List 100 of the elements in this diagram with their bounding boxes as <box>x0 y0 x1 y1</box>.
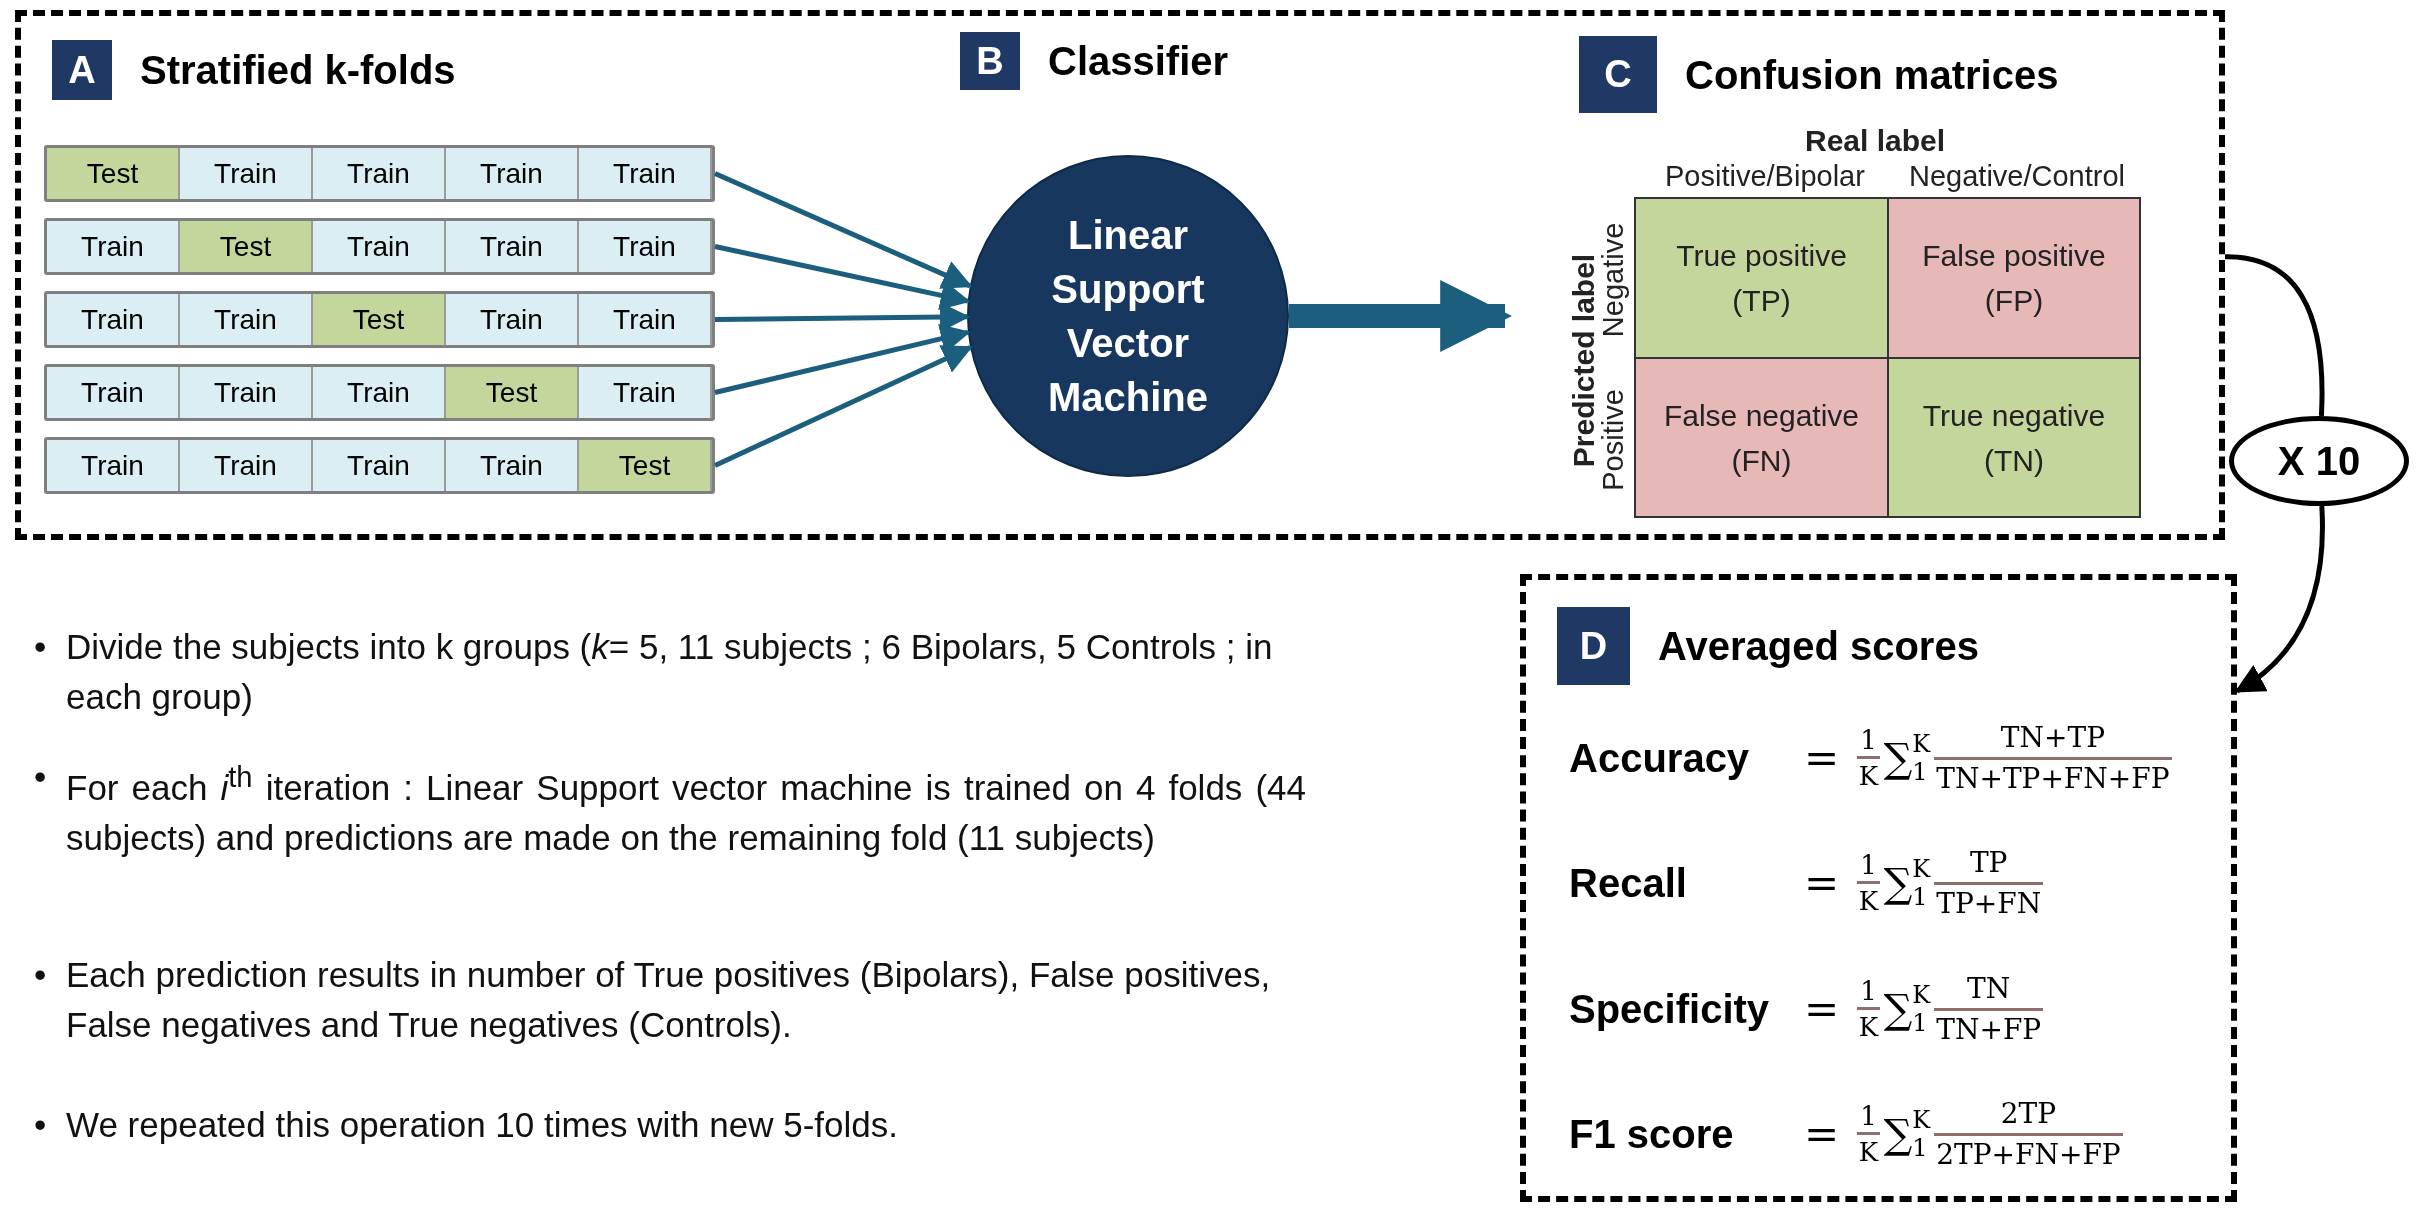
matrix-cell: False negative (FN) <box>1636 359 1887 516</box>
fraction-denominator: TN+TP+FN+FP <box>1935 760 2171 797</box>
classifier-circle: Linear Support Vector Machine <box>967 155 1289 477</box>
fold-cell: Train <box>446 440 577 491</box>
column-header: Negative/Control <box>1909 161 2125 193</box>
fold-row <box>44 364 715 421</box>
fold-cell: Test <box>446 367 577 418</box>
fold-cell: Test <box>47 148 178 199</box>
bullet-marker: • <box>34 626 47 668</box>
column-header: Positive/Bipolar <box>1665 161 1865 193</box>
fold-cell: Train <box>579 367 710 418</box>
fold-cell: Train <box>47 367 178 418</box>
fold-cell: Train <box>180 440 311 491</box>
sum-upper-limit: K <box>1912 981 1931 1009</box>
fraction-numerator: 1 <box>1857 974 1880 1010</box>
bullet-text: Each prediction results in number of True positives (Bipolars), False positives, False negatives and True negatives (Controls). <box>66 954 1272 1046</box>
bullet-text: We repeated this operation 10 times with new 5-folds. <box>66 1104 900 1146</box>
formula-name: Specificity <box>1569 986 1771 1032</box>
fraction-numerator: 1 <box>1857 848 1880 884</box>
letter-badge: A <box>52 40 112 100</box>
fraction-denominator: TP+FN <box>1935 885 2043 922</box>
sum-lower-limit: 1 <box>1912 883 1928 911</box>
fold-cell: Train <box>446 148 577 199</box>
bullet-marker: • <box>34 1104 47 1146</box>
fraction-denominator: TN+FP <box>1935 1011 2043 1048</box>
dashed-panel <box>15 10 2225 540</box>
bullet-text: For each i$^{th}$ iteration : Linear Support vector machine is trained on 4 folds (44 subjects) and predictions are made on the remaining fold (11 subjects) <box>66 760 1306 859</box>
dashed-panel <box>1520 574 2237 1202</box>
fold-cell: Train <box>446 221 577 272</box>
formula-name: F1 score <box>1569 1111 1735 1157</box>
fraction-denominator: K <box>1858 1135 1879 1169</box>
sum-sign: ∑ <box>1883 735 1913 781</box>
equals-sign: = <box>1804 858 1840 908</box>
fold-cell: Train <box>47 294 178 345</box>
arrow <box>714 171 973 289</box>
sum-sign: ∑ <box>1883 860 1913 906</box>
row-header: Negative <box>1598 222 1631 338</box>
fold-cell: Train <box>180 367 311 418</box>
fold-row <box>44 218 715 275</box>
fold-cell: Train <box>47 221 178 272</box>
axis-title: Real label <box>1805 123 1946 157</box>
section-heading: Confusion matrices <box>1685 51 2059 99</box>
fraction-denominator: K <box>1858 1010 1879 1044</box>
fold-cell: Train <box>579 294 710 345</box>
arrow <box>1289 280 1513 352</box>
sum-sign: ∑ <box>1883 1111 1913 1157</box>
sum-sign: ∑ <box>1883 986 1913 1032</box>
fold-cell: Train <box>313 367 444 418</box>
fold-cell: Test <box>313 294 444 345</box>
matrix-cell: True positive (TP) <box>1636 199 1887 357</box>
formula-name: Accuracy <box>1569 735 1751 781</box>
fold-cell: Train <box>446 294 577 345</box>
fold-cell: Train <box>313 221 444 272</box>
fold-cell: Train <box>313 148 444 199</box>
fold-cell: Test <box>579 440 710 491</box>
fraction-numerator: TN <box>1934 969 2044 1011</box>
fold-row <box>44 437 715 494</box>
fraction-numerator: 2TP <box>1934 1094 2123 1136</box>
fold-cell: Train <box>180 148 311 199</box>
arrow <box>2234 505 2325 694</box>
fraction-numerator: 1 <box>1857 1099 1880 1135</box>
fold-cell: Test <box>180 221 311 272</box>
letter-badge: B <box>960 32 1020 90</box>
confusion-matrix <box>1634 197 2141 518</box>
equals-sign: = <box>1804 733 1840 783</box>
fraction-denominator: K <box>1858 884 1879 918</box>
axis-title: Predicted label <box>1566 253 1600 467</box>
fold-row <box>44 291 715 348</box>
fold-cell: Train <box>579 148 710 199</box>
fold-cell: Train <box>579 221 710 272</box>
matrix-cell: True negative (TN) <box>1889 359 2139 516</box>
equals-sign: = <box>1804 1109 1840 1159</box>
sum-upper-limit: K <box>1912 730 1931 758</box>
sum-lower-limit: 1 <box>1912 1134 1928 1162</box>
arrow <box>713 345 973 468</box>
letter-badge: D <box>1557 607 1630 685</box>
arrow <box>714 324 971 395</box>
fraction-denominator: K <box>1858 759 1879 793</box>
equals-sign: = <box>1804 984 1840 1034</box>
section-heading: Averaged scores <box>1658 623 1979 670</box>
fold-row <box>44 145 715 202</box>
matrix-cell: False positive (FP) <box>1889 199 2139 357</box>
fold-cell: Train <box>47 440 178 491</box>
fold-cell: Train <box>313 440 444 491</box>
repeat-ellipse: X 10 <box>2229 416 2409 506</box>
fraction-numerator: 1 <box>1857 723 1880 759</box>
fold-cell: Train <box>180 294 311 345</box>
sum-lower-limit: 1 <box>1912 758 1928 786</box>
formula-name: Recall <box>1569 860 1688 906</box>
section-heading: Classifier <box>1048 38 1229 85</box>
letter-badge: C <box>1579 36 1657 113</box>
fraction-denominator: 2TP+FN+FP <box>1935 1136 2122 1173</box>
fraction-numerator: TN+TP <box>1934 718 2172 760</box>
fraction-numerator: TP <box>1934 843 2044 885</box>
row-header: Positive <box>1597 389 1630 491</box>
section-heading: Stratified k-folds <box>140 47 456 94</box>
arrow <box>714 244 971 311</box>
sum-lower-limit: 1 <box>1912 1009 1928 1037</box>
sum-upper-limit: K <box>1912 855 1931 883</box>
sum-upper-limit: K <box>1912 1106 1931 1134</box>
